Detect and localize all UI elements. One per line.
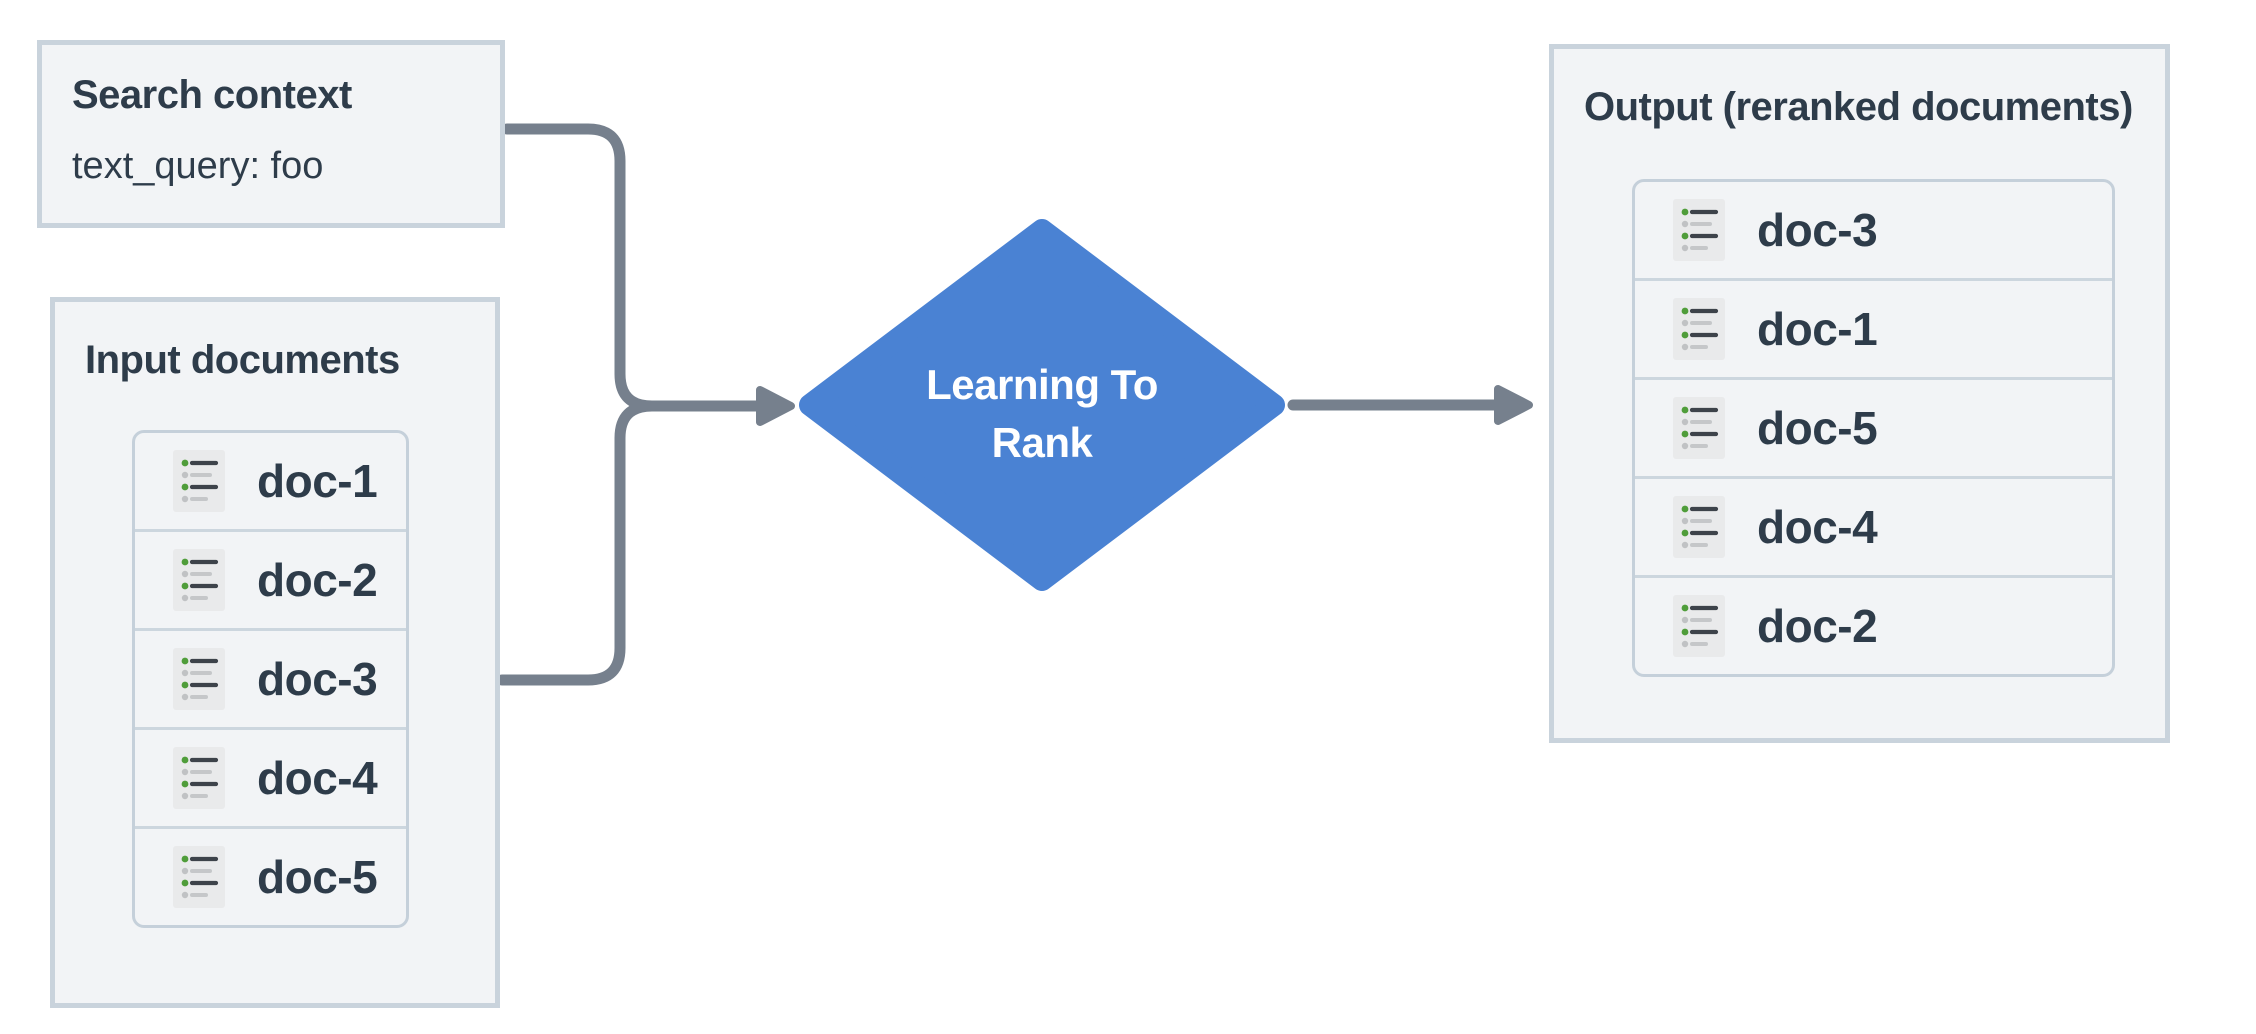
connector-search-context-to-merge <box>501 123 658 412</box>
search-context-query: text_query: foo <box>72 145 324 187</box>
output-documents-title: Output (reranked documents) <box>1584 85 2133 129</box>
arrowhead-icon <box>1494 385 1533 425</box>
doc-item: doc-3 <box>1635 182 2112 281</box>
output-documents-box: Output (reranked documents) doc-3 doc-1 … <box>1549 44 2170 743</box>
doc-list-icon <box>173 747 225 809</box>
doc-list-icon <box>173 450 225 512</box>
search-context-title: Search context <box>72 73 352 117</box>
doc-label: doc-1 <box>257 455 378 507</box>
doc-item: doc-1 <box>1635 281 2112 380</box>
doc-item: doc-5 <box>135 829 406 925</box>
doc-list-icon <box>1673 298 1725 360</box>
learning-to-rank-node: Learning To Rank <box>799 219 1285 591</box>
doc-label: doc-3 <box>1757 204 1878 256</box>
output-documents-list: doc-3 doc-1 doc-5 doc-4 doc-2 <box>1632 179 2115 677</box>
doc-label: doc-2 <box>257 554 378 606</box>
input-documents-box: Input documents doc-1 doc-2 doc-3 doc-4 … <box>50 297 500 1008</box>
doc-list-icon <box>1673 496 1725 558</box>
doc-list-icon <box>173 648 225 710</box>
doc-list-icon <box>1673 397 1725 459</box>
doc-item: doc-4 <box>135 730 406 829</box>
doc-item: doc-2 <box>135 532 406 631</box>
doc-label: doc-3 <box>257 653 378 705</box>
ltr-label-line1: Learning To <box>926 361 1158 408</box>
search-context-box: Search context text_query: foo <box>37 40 505 228</box>
diamond-shape <box>799 219 1285 591</box>
doc-label: doc-4 <box>1757 501 1878 553</box>
doc-label: doc-5 <box>1757 402 1878 454</box>
doc-list-icon <box>1673 595 1725 657</box>
doc-list-icon <box>173 846 225 908</box>
connector-input-documents-to-merge <box>496 400 658 686</box>
input-documents-title: Input documents <box>85 338 400 382</box>
doc-label: doc-1 <box>1757 303 1878 355</box>
doc-list-icon <box>173 549 225 611</box>
input-documents-list: doc-1 doc-2 doc-3 doc-4 doc-5 <box>132 430 409 928</box>
doc-item: doc-4 <box>1635 479 2112 578</box>
arrowhead-icon <box>756 386 795 426</box>
doc-item: doc-2 <box>1635 578 2112 674</box>
doc-item: doc-5 <box>1635 380 2112 479</box>
doc-label: doc-4 <box>257 752 378 804</box>
ltr-label-line2: Rank <box>992 419 1094 466</box>
doc-item: doc-3 <box>135 631 406 730</box>
doc-list-icon <box>1673 199 1725 261</box>
doc-label: doc-5 <box>257 851 378 903</box>
doc-item: doc-1 <box>135 433 406 532</box>
doc-label: doc-2 <box>1757 600 1878 652</box>
